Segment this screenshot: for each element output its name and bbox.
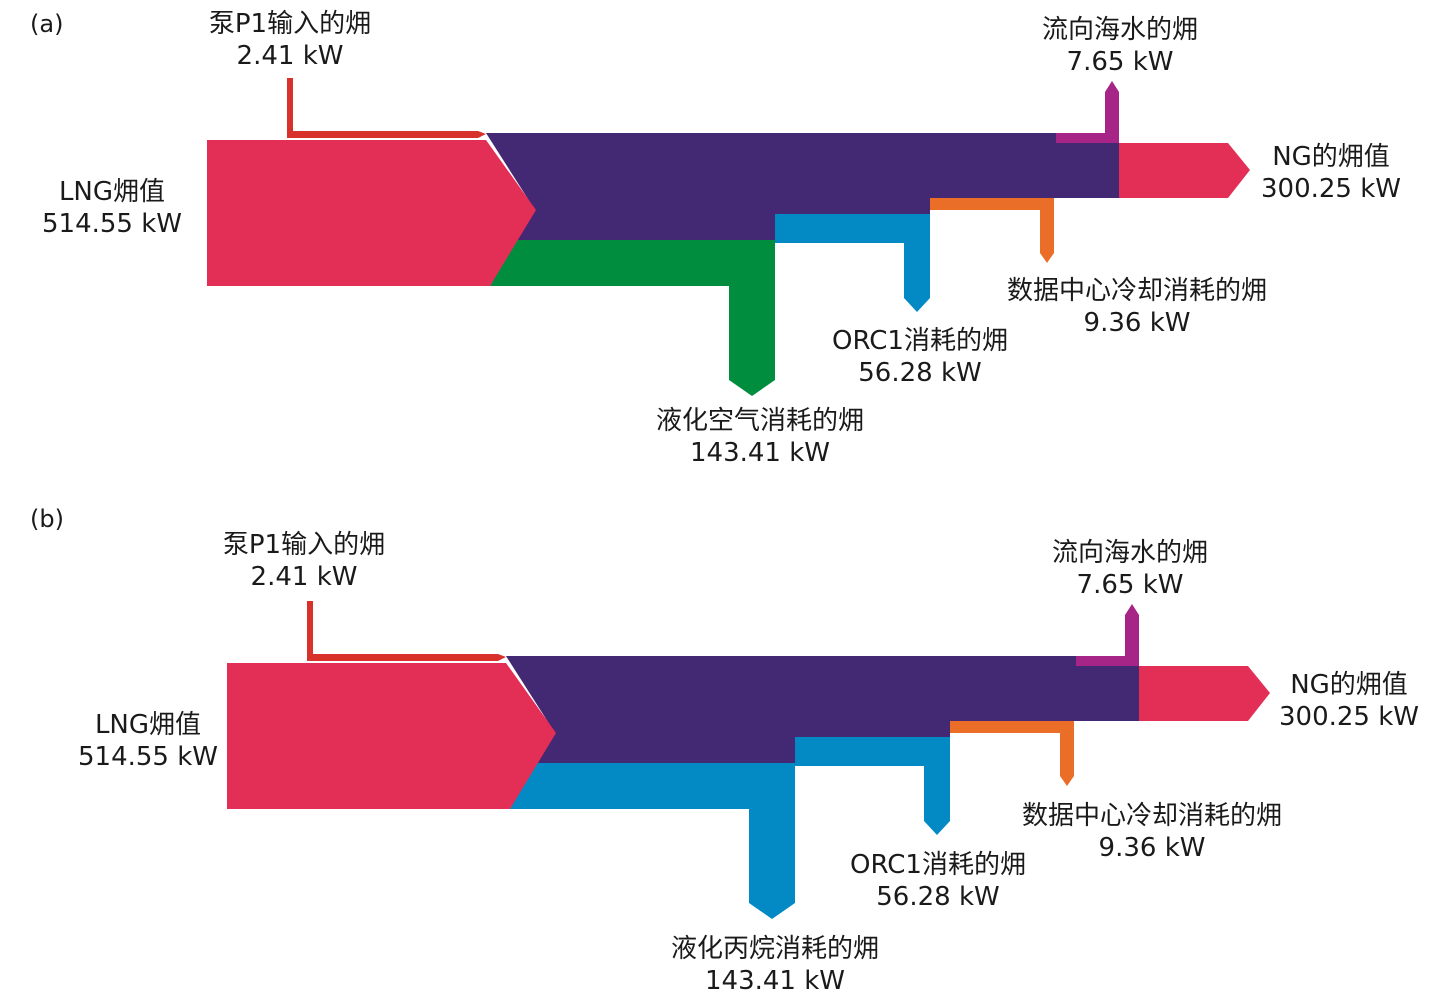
lng-input-value: 514.55 kW bbox=[77, 742, 219, 772]
panel-tag: (b) bbox=[30, 505, 64, 533]
liquefaction-name: 液化丙烷消耗的㶲 bbox=[670, 934, 880, 964]
seawater-flow bbox=[1056, 81, 1119, 143]
lng-input-label: LNG㶲值 514.55 kW bbox=[78, 709, 218, 773]
seawater-label: 流向海水的㶲 7.65 kW bbox=[1052, 537, 1208, 601]
seawater-name: 流向海水的㶲 bbox=[1041, 15, 1199, 45]
lng-input-name: LNG㶲值 bbox=[58, 177, 166, 207]
sankey-panel-b: (b) 泵P1输入的㶲 2.41 kW LNG㶲值 514.55 kW 流向海水… bbox=[0, 495, 1433, 1000]
data-center-flow bbox=[930, 198, 1054, 263]
ng-output-name: NG的㶲值 bbox=[1290, 670, 1408, 700]
lng-input-arrow bbox=[207, 140, 536, 286]
pump-input-name: 泵P1输入的㶲 bbox=[208, 9, 372, 39]
ng-output-label: NG的㶲值 300.25 kW bbox=[1261, 141, 1401, 205]
seawater-name: 流向海水的㶲 bbox=[1051, 538, 1209, 568]
lng-input-arrow bbox=[227, 663, 556, 809]
data-center-label: 数据中心冷却消耗的㶲 9.36 kW bbox=[1022, 800, 1282, 864]
sankey-diagram-a bbox=[207, 78, 1250, 396]
lng-input-value: 514.55 kW bbox=[41, 209, 183, 239]
data-center-name: 数据中心冷却消耗的㶲 bbox=[1021, 801, 1283, 831]
pump-input-name: 泵P1输入的㶲 bbox=[222, 530, 386, 560]
pump-input-value: 2.41 kW bbox=[236, 41, 344, 71]
data-center-flow bbox=[950, 721, 1074, 786]
orc-flow bbox=[775, 214, 930, 312]
liquefaction-label: 液化空气消耗的㶲 143.41 kW bbox=[656, 405, 864, 469]
pump-input-label: 泵P1输入的㶲 2.41 kW bbox=[223, 529, 385, 593]
orc-name: ORC1消耗的㶲 bbox=[832, 326, 1008, 356]
orc-label: ORC1消耗的㶲 56.28 kW bbox=[850, 849, 1026, 913]
seawater-label: 流向海水的㶲 7.65 kW bbox=[1042, 14, 1198, 78]
seawater-value: 7.65 kW bbox=[1076, 570, 1184, 600]
data-center-label: 数据中心冷却消耗的㶲 9.36 kW bbox=[1007, 275, 1267, 339]
data-center-value: 9.36 kW bbox=[1098, 833, 1206, 863]
main-exergy-flow bbox=[506, 656, 1139, 763]
liquefaction-value: 143.41 kW bbox=[704, 966, 846, 996]
sankey-diagram-b bbox=[227, 601, 1270, 919]
data-center-name: 数据中心冷却消耗的㶲 bbox=[1006, 276, 1268, 306]
pump-input-label: 泵P1输入的㶲 2.41 kW bbox=[209, 8, 371, 72]
ng-output-arrow bbox=[1119, 143, 1250, 198]
liquefaction-name: 液化空气消耗的㶲 bbox=[655, 406, 865, 436]
ng-output-arrow bbox=[1139, 666, 1270, 721]
main-exergy-flow bbox=[486, 133, 1119, 240]
liquefaction-label: 液化丙烷消耗的㶲 143.41 kW bbox=[671, 933, 879, 997]
liquefaction-flow bbox=[510, 763, 795, 919]
lng-input-label: LNG㶲值 514.55 kW bbox=[42, 176, 182, 240]
seawater-flow bbox=[1076, 604, 1139, 666]
orc-name: ORC1消耗的㶲 bbox=[850, 850, 1026, 880]
lng-input-name: LNG㶲值 bbox=[94, 710, 202, 740]
liquefaction-value: 143.41 kW bbox=[689, 438, 831, 468]
orc-value: 56.28 kW bbox=[858, 358, 982, 388]
ng-output-value: 300.25 kW bbox=[1260, 174, 1402, 204]
pump-input-value: 2.41 kW bbox=[250, 562, 358, 592]
orc-label: ORC1消耗的㶲 56.28 kW bbox=[832, 325, 1008, 389]
ng-output-name: NG的㶲值 bbox=[1272, 142, 1390, 172]
pump-input-flow bbox=[307, 601, 506, 661]
panel-tag: (a) bbox=[30, 10, 64, 38]
liquefaction-flow bbox=[490, 240, 775, 396]
orc-flow bbox=[795, 737, 950, 835]
pump-input-flow bbox=[287, 78, 486, 138]
seawater-value: 7.65 kW bbox=[1066, 47, 1174, 77]
ng-output-value: 300.25 kW bbox=[1278, 702, 1420, 732]
data-center-value: 9.36 kW bbox=[1083, 308, 1191, 338]
sankey-panel-a: (a) 泵P1输入的㶲 2.41 kW LNG㶲值 514.55 kW 流向海水… bbox=[0, 0, 1433, 490]
orc-value: 56.28 kW bbox=[876, 882, 1000, 912]
ng-output-label: NG的㶲值 300.25 kW bbox=[1279, 669, 1419, 733]
